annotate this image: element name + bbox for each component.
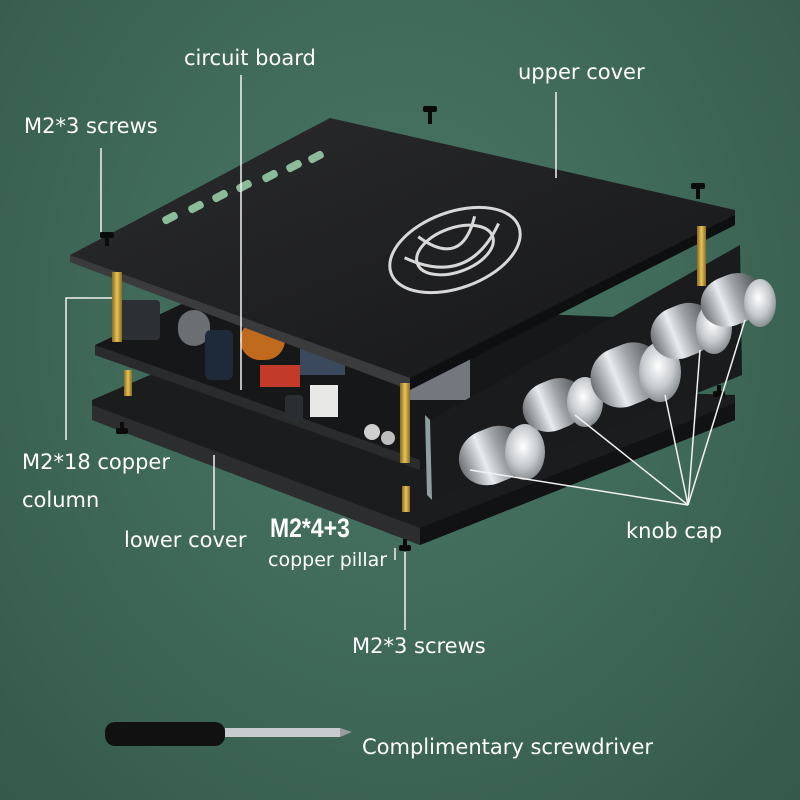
knob-5 bbox=[700, 273, 776, 327]
screwdriver-illustration bbox=[105, 722, 352, 746]
label-copper-column-line2: column bbox=[22, 488, 100, 512]
label-lower-cover: lower cover bbox=[124, 528, 247, 552]
label-upper-cover: upper cover bbox=[518, 60, 645, 84]
label-knob-cap: knob cap bbox=[626, 519, 723, 543]
label-screwdriver: Complimentary screwdriver bbox=[362, 735, 654, 759]
label-top-screws: M2*3 screws bbox=[24, 114, 158, 138]
label-bottom-screws: M2*3 screws bbox=[352, 634, 486, 658]
label-circuit-board: circuit board bbox=[184, 46, 316, 70]
leader-lines bbox=[65, 75, 746, 630]
label-copper-pillar: copper pillar bbox=[268, 549, 388, 571]
label-copper-column-line1: M2*18 copper bbox=[22, 450, 170, 474]
label-pillar-size: M2*4+3 bbox=[270, 513, 350, 543]
copper-columns bbox=[112, 226, 706, 512]
circuit-board-pcb bbox=[95, 300, 690, 470]
upper-cover-panel bbox=[70, 118, 735, 390]
